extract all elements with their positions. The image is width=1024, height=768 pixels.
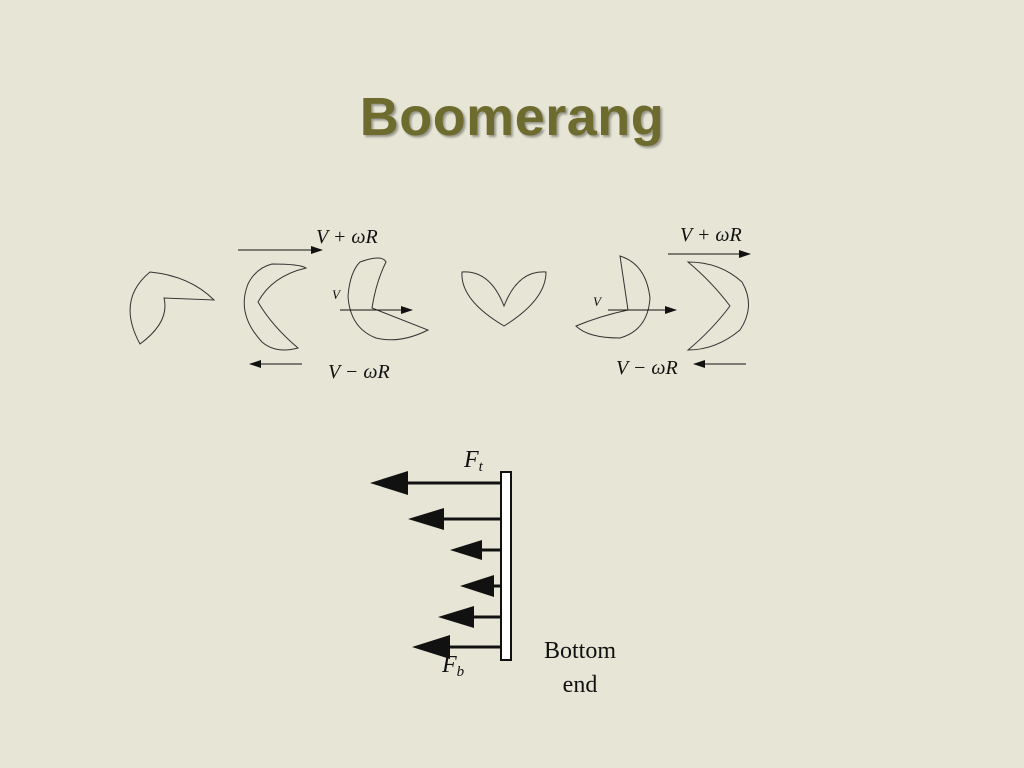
force-arrow-5 [438, 606, 474, 628]
boomerang-shape-1 [129, 271, 216, 345]
top-force-label: Ft [464, 447, 483, 475]
force-arrow-2 [408, 508, 444, 530]
boomerang-shape-5 [575, 255, 651, 339]
bottom-end-label: Bottom end [528, 634, 632, 702]
slide-title: Boomerang [359, 87, 665, 147]
force-arrow-3 [450, 540, 482, 560]
left-top-velocity-label: V + ωR [316, 226, 378, 248]
bottom-end-line-1: Bottom [543, 638, 616, 664]
boomerang-shape-4 [461, 271, 547, 327]
boomerang-arm-bar [500, 471, 512, 661]
right-top-velocity-label: V + ωR [680, 224, 742, 246]
right-bottom-velocity-label: V − ωR [616, 357, 678, 379]
boomerang-shape-3 [347, 257, 430, 341]
force-arrows [370, 471, 501, 659]
left-bottom-velocity-label: V − ωR [328, 361, 390, 383]
boomerang-shape-2 [243, 263, 308, 351]
left-middle-velocity-label: V [332, 287, 340, 302]
force-arrow-6 [412, 635, 450, 659]
force-arrow-1 [370, 471, 408, 495]
force-arrow-4 [460, 575, 494, 597]
boomerang-shape-6 [686, 261, 749, 351]
bottom-force-label: Fb [442, 652, 465, 680]
right-middle-velocity-label: V [593, 294, 601, 309]
bottom-end-line-2: end [562, 672, 598, 698]
